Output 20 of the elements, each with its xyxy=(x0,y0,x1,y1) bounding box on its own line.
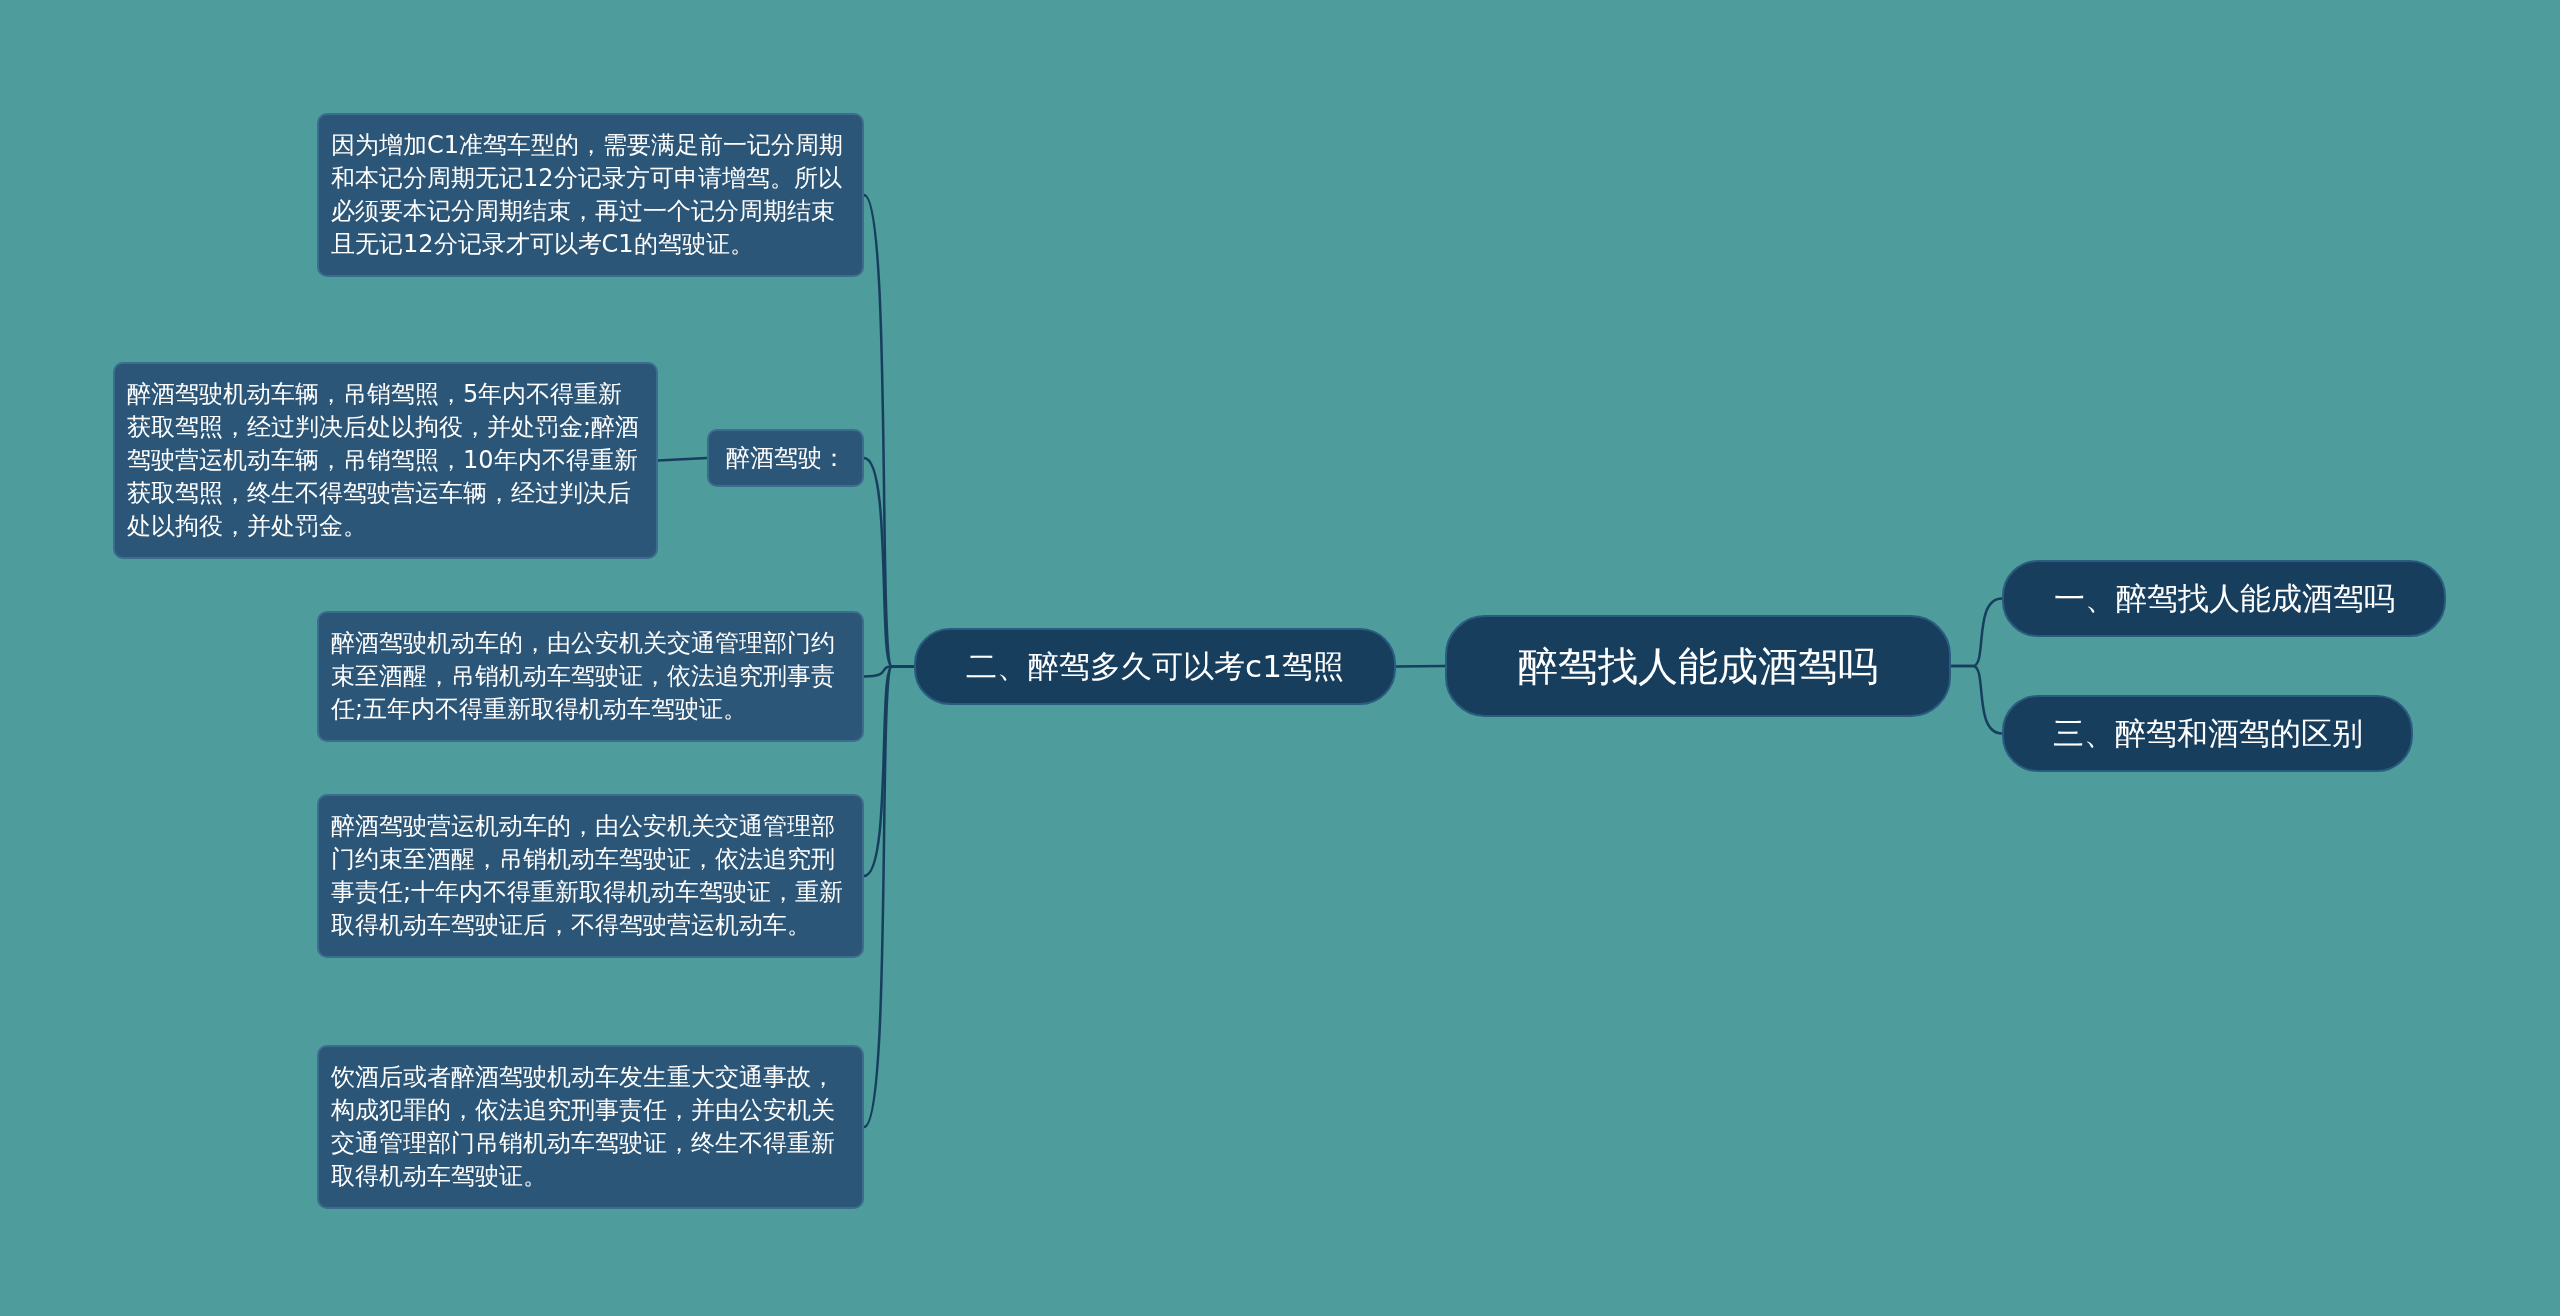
node-text: 饮酒后或者醉酒驾驶机动车发生重大交通事故，构成犯罪的，依法追究刑事责任，并由公安机关交通管理部门吊销机动车驾驶证，终生不得重新取得机动车驾驶证。 xyxy=(331,1062,836,1192)
text-card xyxy=(317,611,864,742)
node-text: 二、醉驾多久可以考c1驾照 xyxy=(966,646,1344,686)
text-card xyxy=(113,362,658,559)
node-text: 三、醉驾和酒驾的区别 xyxy=(2052,713,2363,753)
connector-line xyxy=(1951,664,2003,735)
node-text: 醉酒驾驶营运机动车的，由公安机关交通管理部门约束至酒醒，吊销机动车驾驶证，依法追究刑事责任;十年内不得重新取得机动车驾驶证，重新取得机动车驾驶证后，不得驾驶营运机动车。 xyxy=(331,811,845,941)
node-text: 醉酒驾驶机动车的，由公安机关交通管理部门约束至酒醒，吊销机动车驾驶证，依法追究刑事责任;五年内不得重新取得机动车驾驶证。 xyxy=(331,628,836,725)
node-text: 因为增加C1准驾车型的，需要满足前一记分周期和本记分周期无记12分记录方可申请增驾。所以必须要本记分周期结束，再过一个记分周期结束且无记12分记录才可以考C1的驾驶证。 xyxy=(331,130,845,260)
subtopic-box xyxy=(707,429,864,487)
node-text: 醉酒驾驶机动车辆，吊销驾照，5年内不得重新获取驾照，经过判决后处以拘役，并处罚金;醉酒驾驶营运机动车辆，吊销驾照，10年内不得重新获取驾照，终生不得驾驶营运车辆，经过判决后处以拘役，并处罚金。 xyxy=(127,379,641,542)
connector-line xyxy=(1396,664,1445,668)
central-topic xyxy=(1445,615,1951,717)
node-text: 醉驾找人能成酒驾吗 xyxy=(1518,641,1878,691)
text-card xyxy=(317,1045,864,1209)
node-text: 醉酒驾驶： xyxy=(725,443,846,474)
text-card xyxy=(317,794,864,958)
connector-line xyxy=(657,456,708,462)
node-text: 一、醉驾找人能成酒驾吗 xyxy=(2053,578,2395,618)
text-card xyxy=(317,113,864,277)
